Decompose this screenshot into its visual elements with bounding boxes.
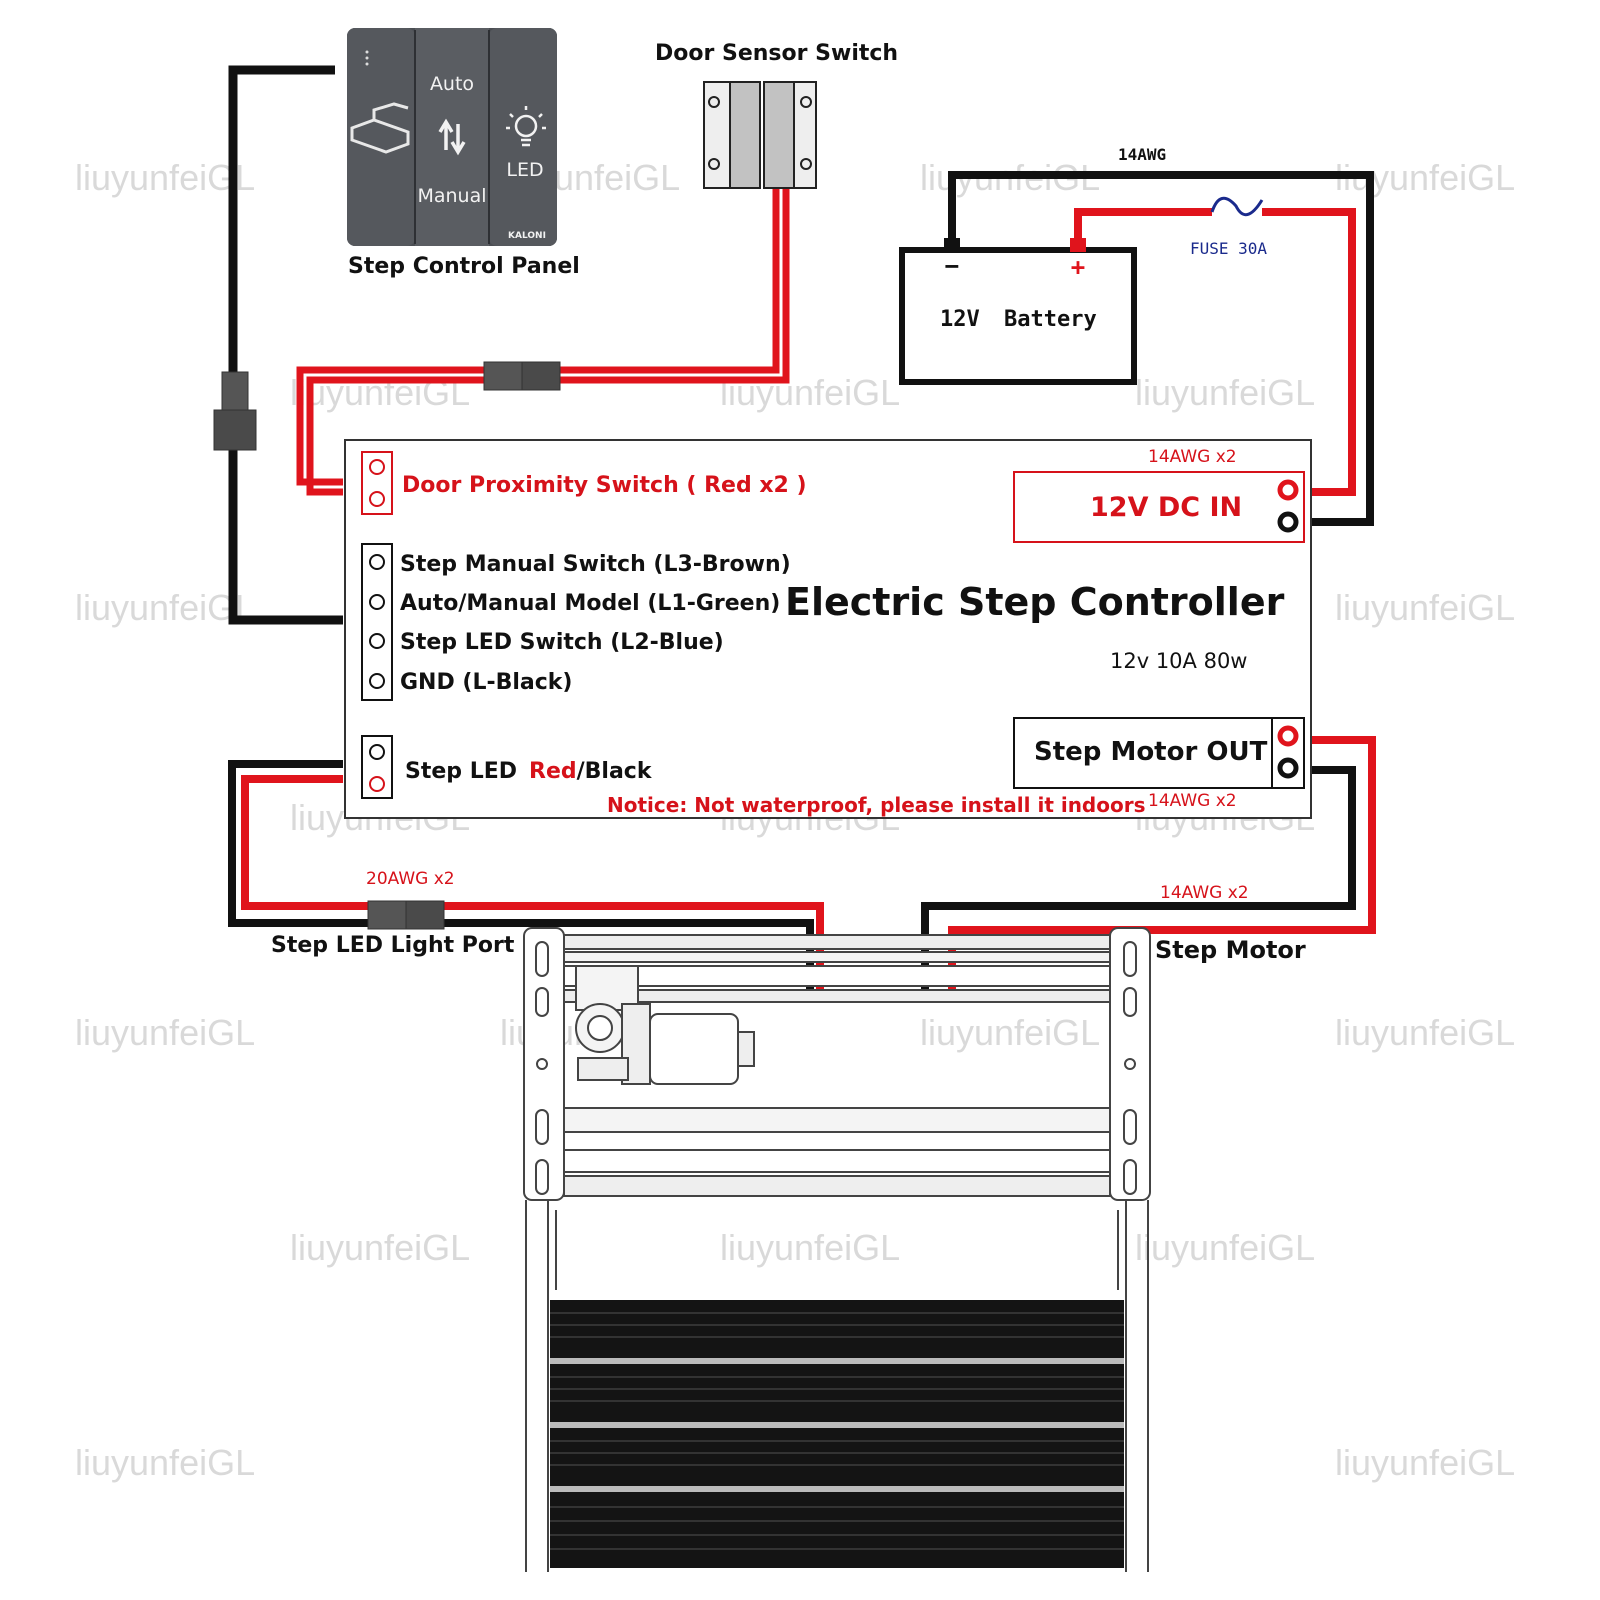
up-down-arrows-icon xyxy=(438,118,466,156)
manual-label: Manual xyxy=(417,185,486,207)
watermark: liuyunfeiGL xyxy=(1135,372,1315,413)
control-panel-wire xyxy=(228,65,343,625)
controller-rating: 12v 10A 80w xyxy=(1110,649,1247,673)
door-wire-connector xyxy=(483,361,523,391)
motor-out-label: Step Motor OUT xyxy=(1034,737,1268,767)
dc-in-gauge: 14AWG x2 xyxy=(1148,447,1237,467)
door-sensor-wire-b xyxy=(306,185,790,496)
led-port-label: Step LED Light Port xyxy=(271,933,515,958)
input-step-led-switch: Step LED Switch (L2-Blue) xyxy=(400,630,724,655)
led-wire-connector xyxy=(405,900,445,930)
door-sensor-title: Door Sensor Switch xyxy=(655,41,898,66)
battery: 14AWG − + 12V Battery FUSE 30A xyxy=(899,145,1267,385)
motor-gauge: 14AWG x2 xyxy=(1160,883,1249,903)
motor-out-gauge: 14AWG x2 xyxy=(1148,791,1237,811)
brand-logo: KALONI xyxy=(508,231,546,241)
door-wire-connector xyxy=(521,361,561,391)
battery-label: Battery xyxy=(1004,307,1097,332)
watermark: liuyunfeiGL xyxy=(290,1227,470,1268)
door-sensor-switch: Door Sensor Switch xyxy=(655,41,898,189)
notice-text: Notice: Not waterproof, please install i… xyxy=(607,793,1146,817)
panel-wire-connector xyxy=(213,409,257,451)
controller-title: Electric Step Controller xyxy=(785,580,1285,624)
battery-wire-gauge: 14AWG xyxy=(1118,145,1166,164)
watermark: liuyunfeiGL xyxy=(75,157,255,198)
door-proximity-switch-label: Door Proximity Switch ( Red x2 ) xyxy=(402,473,807,498)
panel-wire-connector xyxy=(221,371,249,413)
light-bulb-icon xyxy=(506,106,546,147)
fuse-icon xyxy=(1210,196,1264,217)
watermark: liuyunfeiGL xyxy=(1135,1227,1315,1268)
watermark: liuyunfeiGL xyxy=(75,587,255,628)
watermark: liuyunfeiGL xyxy=(1335,1012,1515,1053)
input-auto-manual-model: Auto/Manual Model (L1-Green) xyxy=(400,591,780,616)
watermark: liuyunfeiGL xyxy=(75,1012,255,1053)
input-gnd: GND (L-Black) xyxy=(400,670,572,695)
dc-in-label: 12V DC IN xyxy=(1090,492,1242,523)
watermark: liuyunfeiGL xyxy=(720,1227,900,1268)
input-step-manual-switch: Step Manual Switch (L3-Brown) xyxy=(400,552,791,577)
step-icon xyxy=(350,102,410,154)
electric-step-controller: Door Proximity Switch ( Red x2 ) 14AWG x… xyxy=(344,439,1312,819)
step-control-panel: Auto Manual LED KALONI Step Control Pane… xyxy=(347,28,580,279)
battery-voltage: 12V xyxy=(940,307,980,332)
led-port-gauge: 20AWG x2 xyxy=(366,869,455,889)
watermark: liuyunfeiGL xyxy=(1335,1442,1515,1483)
control-panel-title: Step Control Panel xyxy=(348,254,580,279)
led-label: LED xyxy=(506,159,543,181)
step-assembly xyxy=(523,927,1151,1572)
battery-negative-wire xyxy=(948,171,1374,526)
watermark: liuyunfeiGL xyxy=(920,1012,1100,1053)
fuse-label: FUSE 30A xyxy=(1190,239,1267,258)
step-treads xyxy=(550,1300,1124,1568)
motor-label: Step Motor xyxy=(1155,936,1306,964)
battery-plus: + xyxy=(1071,253,1085,281)
door-sensor-wire-a xyxy=(296,185,780,486)
watermark: liuyunfeiGL xyxy=(1335,587,1515,628)
battery-positive-wire-b xyxy=(1262,208,1356,496)
battery-positive-wire-a xyxy=(1074,208,1212,245)
watermark: liuyunfeiGL xyxy=(75,1442,255,1483)
led-wire-connector xyxy=(367,900,407,930)
auto-label: Auto xyxy=(430,73,474,95)
step-motor-icon xyxy=(575,965,755,1085)
battery-minus: − xyxy=(945,252,959,280)
watermarks: liuyunfeiGL liuyunfeiGL liuyunfeiGL liuy… xyxy=(75,157,1515,1483)
